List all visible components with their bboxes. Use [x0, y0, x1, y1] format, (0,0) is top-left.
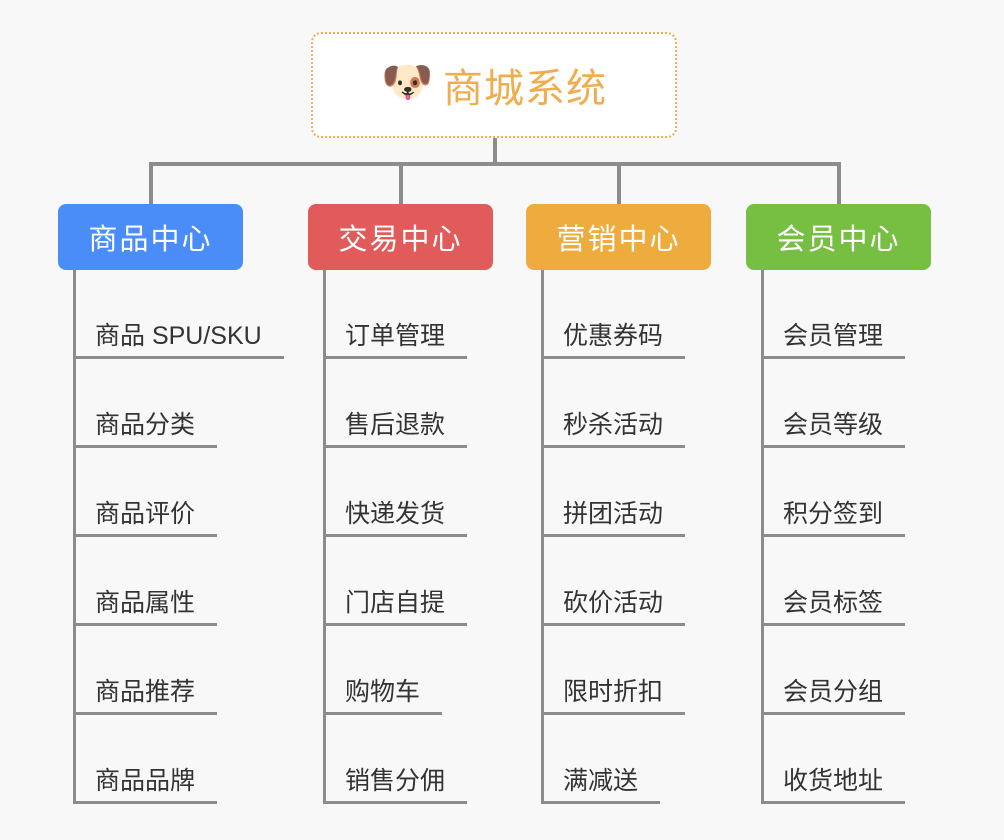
category-spine-member — [761, 270, 764, 804]
category-column-marketing: 营销中心 优惠券码 秒杀活动 拼团活动 砍价活动 限时折扣 满减送 — [526, 204, 711, 804]
leaf-item[interactable]: 拼团活动 — [526, 448, 711, 537]
category-header-product[interactable]: 商品中心 — [58, 204, 243, 270]
leaf-item[interactable]: 砍价活动 — [526, 537, 711, 626]
leaf-label: 快递发货 — [323, 500, 468, 537]
leaf-item[interactable]: 商品评价 — [58, 448, 243, 537]
leaf-label: 拼团活动 — [541, 500, 686, 537]
category-header-label: 会员中心 — [776, 224, 901, 256]
leaf-label: 优惠券码 — [541, 322, 686, 359]
category-header-marketing[interactable]: 营销中心 — [526, 204, 711, 270]
leaf-list-trade: 订单管理 售后退款 快递发货 门店自提 购物车 销售分佣 — [308, 270, 493, 804]
leaf-item[interactable]: 销售分佣 — [308, 715, 493, 804]
leaf-label: 商品评价 — [73, 500, 218, 537]
leaf-label: 限时折扣 — [541, 678, 686, 715]
dog-face-icon: 🐶 — [381, 58, 434, 105]
leaf-list-marketing: 优惠券码 秒杀活动 拼团活动 砍价活动 限时折扣 满减送 — [526, 270, 711, 804]
leaf-label: 积分签到 — [761, 500, 906, 537]
leaf-list-member: 会员管理 会员等级 积分签到 会员标签 会员分组 收货地址 — [746, 270, 931, 804]
leaf-label: 会员管理 — [761, 322, 906, 359]
leaf-item[interactable]: 门店自提 — [308, 537, 493, 626]
leaf-item[interactable]: 商品推荐 — [58, 626, 243, 715]
leaf-item[interactable]: 商品分类 — [58, 359, 243, 448]
category-header-label: 商品中心 — [88, 224, 213, 256]
leaf-label: 满减送 — [541, 767, 661, 804]
drop-connector-2 — [399, 162, 403, 204]
root-node[interactable]: 🐶 商城系统 — [311, 32, 677, 138]
leaf-item[interactable]: 购物车 — [308, 626, 493, 715]
category-header-member[interactable]: 会员中心 — [746, 204, 931, 270]
leaf-label: 会员标签 — [761, 589, 906, 626]
leaf-list-product: 商品 SPU/SKU 商品分类 商品评价 商品属性 商品推荐 商品品牌 — [58, 270, 284, 804]
leaf-item[interactable]: 满减送 — [526, 715, 711, 804]
category-spine-trade — [323, 270, 326, 804]
leaf-item[interactable]: 会员分组 — [746, 626, 931, 715]
category-column-product: 商品中心 商品 SPU/SKU 商品分类 商品评价 商品属性 商品推荐 商品品牌 — [58, 204, 284, 804]
leaf-item[interactable]: 售后退款 — [308, 359, 493, 448]
leaf-item[interactable]: 会员管理 — [746, 270, 931, 359]
leaf-label: 购物车 — [323, 678, 443, 715]
leaf-label: 商品推荐 — [73, 678, 218, 715]
category-header-trade[interactable]: 交易中心 — [308, 204, 493, 270]
leaf-label: 订单管理 — [323, 322, 468, 359]
leaf-label: 销售分佣 — [323, 767, 468, 804]
leaf-item[interactable]: 会员等级 — [746, 359, 931, 448]
leaf-item[interactable]: 快递发货 — [308, 448, 493, 537]
category-spine-product — [73, 270, 76, 804]
category-column-trade: 交易中心 订单管理 售后退款 快递发货 门店自提 购物车 销售分佣 — [308, 204, 493, 804]
category-column-member: 会员中心 会员管理 会员等级 积分签到 会员标签 会员分组 收货地址 — [746, 204, 931, 804]
leaf-label: 秒杀活动 — [541, 411, 686, 448]
leaf-label: 收货地址 — [761, 767, 906, 804]
root-title: 商城系统 — [443, 67, 607, 111]
leaf-label: 会员分组 — [761, 678, 906, 715]
leaf-label: 商品属性 — [73, 589, 218, 626]
leaf-label: 商品 SPU/SKU — [73, 322, 284, 359]
leaf-item[interactable]: 收货地址 — [746, 715, 931, 804]
leaf-label: 砍价活动 — [541, 589, 686, 626]
root-stem-connector — [493, 138, 497, 164]
leaf-label: 商品分类 — [73, 411, 218, 448]
category-header-label: 交易中心 — [338, 224, 463, 256]
leaf-item[interactable]: 会员标签 — [746, 537, 931, 626]
category-header-label: 营销中心 — [556, 224, 681, 256]
leaf-item[interactable]: 秒杀活动 — [526, 359, 711, 448]
leaf-item[interactable]: 商品属性 — [58, 537, 243, 626]
drop-connector-3 — [617, 162, 621, 204]
drop-connector-1 — [149, 162, 153, 204]
leaf-item[interactable]: 优惠券码 — [526, 270, 711, 359]
leaf-item[interactable]: 订单管理 — [308, 270, 493, 359]
category-spine-marketing — [541, 270, 544, 804]
leaf-item[interactable]: 商品 SPU/SKU — [58, 270, 284, 359]
drop-connector-4 — [837, 162, 841, 204]
leaf-label: 商品品牌 — [73, 767, 218, 804]
leaf-label: 会员等级 — [761, 411, 906, 448]
leaf-label: 售后退款 — [323, 411, 468, 448]
leaf-item[interactable]: 限时折扣 — [526, 626, 711, 715]
leaf-item[interactable]: 积分签到 — [746, 448, 931, 537]
horizontal-bar-connector — [149, 162, 841, 166]
leaf-label: 门店自提 — [323, 589, 468, 626]
leaf-item[interactable]: 商品品牌 — [58, 715, 243, 804]
